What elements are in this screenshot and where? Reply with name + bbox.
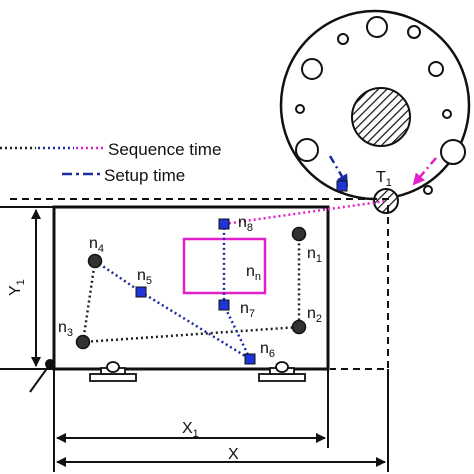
label-n1: n1 — [307, 245, 322, 265]
label-n3: n3 — [58, 319, 73, 339]
square-n7 — [218, 299, 230, 311]
node-labels: n1 n2 n3 n4 n5 n6 n7 n8 nn — [58, 214, 322, 360]
tool-t1 — [373, 188, 399, 214]
tool-hole — [423, 185, 433, 195]
hole-n1 — [291, 226, 307, 242]
dim-x1-label: X1 — [182, 420, 199, 440]
square-n6 — [244, 353, 256, 365]
label-n4: n4 — [89, 235, 104, 255]
hole-n4 — [87, 253, 103, 269]
tool-hole — [440, 139, 466, 165]
legend-sequence-time: Sequence time — [108, 140, 221, 159]
tool-t1-label: T1 — [376, 169, 392, 189]
tool-hole — [407, 25, 421, 39]
tool-hole — [428, 61, 444, 77]
legend-setup-time: Setup time — [104, 166, 185, 185]
turret-center-hatched — [351, 87, 411, 147]
workspace-outline — [10, 198, 389, 370]
board — [10, 198, 389, 393]
drill-paths — [81, 199, 387, 361]
hole-n2 — [291, 319, 307, 335]
label-n2: n2 — [307, 305, 322, 325]
origin-pin — [45, 359, 55, 369]
legend: Sequence time Setup time — [0, 140, 221, 185]
marker-square — [336, 180, 348, 192]
tool-hole — [337, 33, 349, 45]
board-outline — [52, 205, 330, 371]
dimensions: Y1 X1 X — [0, 206, 389, 472]
path-black — [81, 234, 301, 344]
clamp-right — [258, 361, 306, 382]
label-n7: n7 — [240, 300, 255, 320]
dim-y1-label: Y1 — [7, 279, 27, 296]
tool-hole — [295, 104, 305, 114]
tool-turret: T1 — [279, 9, 471, 214]
nodes — [75, 218, 307, 365]
tool-hole — [295, 138, 319, 162]
hole-n3 — [75, 334, 91, 350]
label-n8: n8 — [238, 214, 253, 234]
square-n8 — [218, 218, 230, 230]
tool-hole — [301, 58, 323, 80]
path-magenta — [223, 199, 387, 226]
label-n6: n6 — [260, 340, 275, 360]
path-blue-2 — [222, 224, 252, 360]
setup-arrow-left — [328, 155, 349, 187]
setup-arrow-right — [412, 157, 437, 186]
label-nn: nn — [246, 263, 261, 283]
clamp-left — [89, 361, 137, 382]
square-n5 — [135, 286, 147, 298]
origin-pin-leader — [29, 366, 49, 393]
tool-hole — [442, 109, 452, 119]
dim-x-label: X — [228, 446, 239, 463]
label-n5: n5 — [137, 267, 152, 287]
tool-hole — [366, 16, 388, 38]
